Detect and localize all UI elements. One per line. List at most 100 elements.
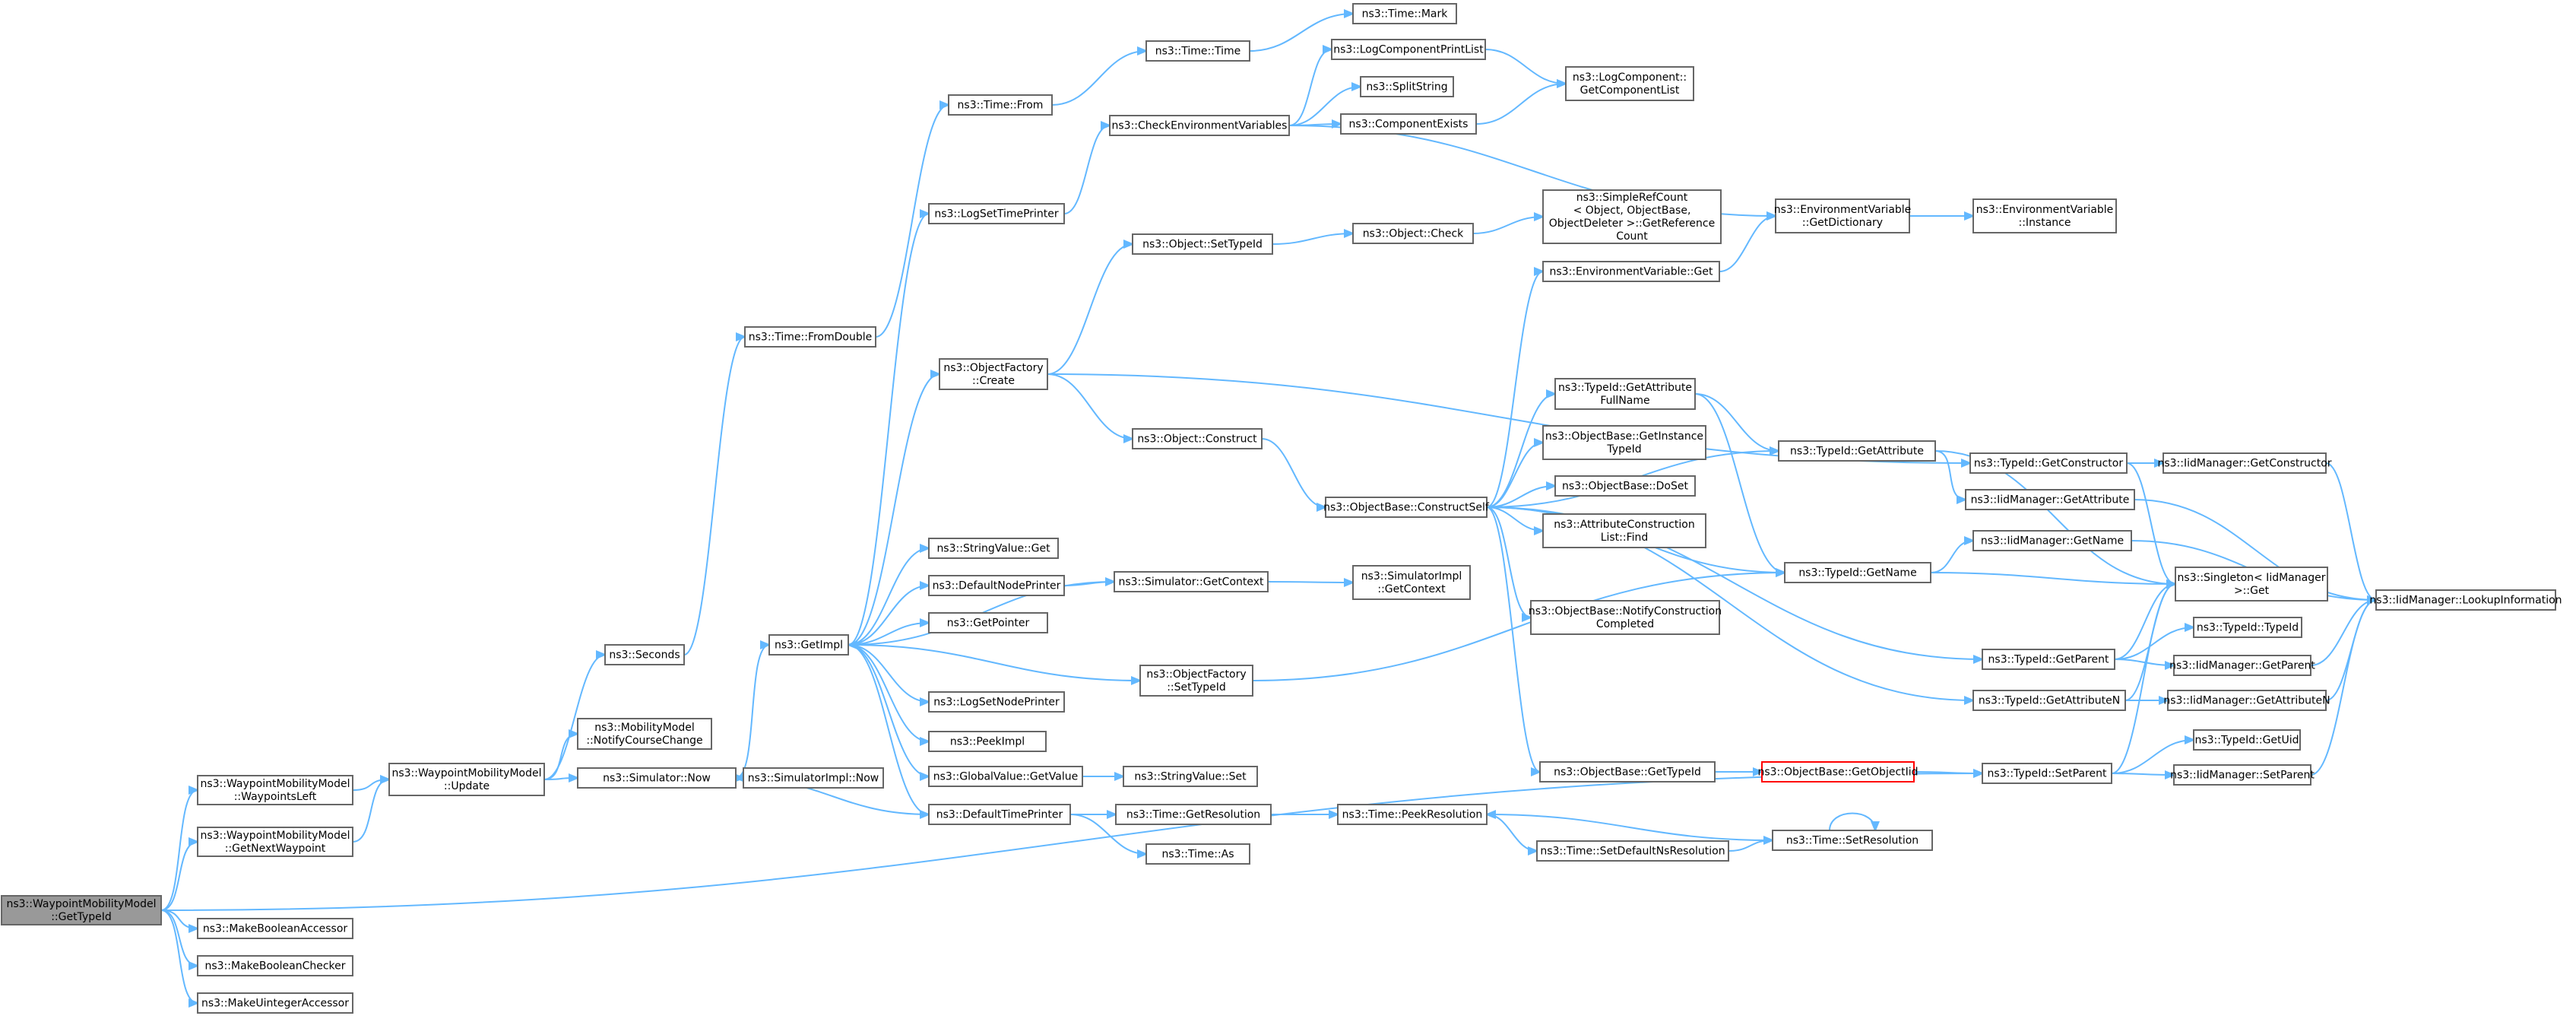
- graph-node[interactable]: ns3::Time::From: [948, 94, 1053, 116]
- graph-node[interactable]: ns3::PeekImpl: [928, 731, 1047, 752]
- call-edge: [1047, 243, 1133, 375]
- edge-arrowhead: [2185, 623, 2196, 632]
- graph-node[interactable]: ns3::ObjectFactory::Create: [939, 358, 1048, 390]
- edge-arrowhead: [920, 772, 931, 781]
- call-edge: [2325, 462, 2377, 601]
- graph-node[interactable]: ns3::IidManager::GetParent: [2169, 655, 2315, 676]
- node-box: [1325, 497, 1488, 518]
- graph-node[interactable]: ns3::Object::Check: [1352, 223, 1474, 244]
- node-box: [1784, 562, 1931, 583]
- call-edge: [683, 336, 746, 656]
- graph-node[interactable]: ns3::CheckEnvironmentVariables: [1109, 115, 1290, 136]
- node-label: ns3::Object::SetTypeId: [1142, 239, 1263, 251]
- graph-node[interactable]: ns3::IidManager::GetAttributeN: [2163, 690, 2330, 711]
- graph-node[interactable]: ns3::Time::PeekResolution: [1337, 804, 1488, 825]
- graph-node[interactable]: ns3::ObjectBase::DoSet: [1554, 475, 1696, 497]
- graph-node[interactable]: ns3::Seconds: [604, 644, 685, 665]
- edge-arrowhead: [569, 729, 580, 738]
- edge-arrowhead: [2165, 661, 2176, 670]
- graph-node[interactable]: ns3::MakeBooleanChecker: [197, 955, 353, 976]
- graph-node[interactable]: ns3::SimulatorImpl::GetContext: [1352, 565, 1471, 600]
- graph-node[interactable]: ns3::TypeId::GetParent: [1982, 649, 2115, 670]
- node-label: ns3::LogSetNodePrinter: [933, 697, 1060, 709]
- graph-node[interactable]: ns3::IidManager::GetAttribute: [1965, 489, 2135, 510]
- graph-node[interactable]: ns3::Simulator::GetContext: [1114, 571, 1269, 592]
- graph-node[interactable]: ns3::WaypointMobilityModel::GetNextWaypo…: [197, 827, 353, 857]
- node-label: ns3::LogComponentPrintList: [1333, 44, 1484, 56]
- graph-node[interactable]: ns3::Object::SetTypeId: [1132, 233, 1273, 255]
- node-label: ObjectDeleter >::GetReference: [1549, 217, 1715, 230]
- node-box: [388, 763, 545, 796]
- graph-node[interactable]: ns3::SimpleRefCount< Object, ObjectBase,…: [1542, 189, 1722, 244]
- graph-node[interactable]: ns3::Time::Time: [1145, 40, 1250, 62]
- graph-node[interactable]: ns3::TypeId::GetAttributeN: [1972, 690, 2126, 711]
- graph-node[interactable]: ns3::MakeBooleanAccessor: [197, 918, 353, 939]
- graph-node[interactable]: ns3::SimulatorImpl::Now: [743, 767, 884, 789]
- graph-node[interactable]: ns3::DefaultTimePrinter: [928, 804, 1071, 825]
- edge-arrowhead: [569, 773, 580, 783]
- graph-node[interactable]: ns3::LogSetNodePrinter: [928, 691, 1065, 713]
- graph-node[interactable]: ns3::Time::SetResolution: [1772, 830, 1933, 851]
- node-box: [768, 634, 849, 656]
- graph-node[interactable]: ns3::ComponentExists: [1340, 113, 1477, 135]
- edge-arrowhead: [1344, 9, 1355, 18]
- graph-node[interactable]: ns3::IidManager::GetConstructor: [2157, 452, 2332, 474]
- graph-node[interactable]: ns3::StringValue::Set: [1123, 766, 1258, 787]
- graph-node[interactable]: ns3::WaypointMobilityModel::Update: [388, 763, 545, 796]
- graph-node[interactable]: ns3::TypeId::SetParent: [1982, 763, 2112, 784]
- graph-node[interactable]: ns3::LogComponentPrintList: [1331, 39, 1486, 60]
- graph-node[interactable]: ns3::MobilityModel::NotifyCourseChange: [577, 718, 712, 750]
- graph-node[interactable]: ns3::GetImpl: [768, 634, 849, 656]
- graph-node[interactable]: ns3::ObjectBase::GetObjectIid: [1757, 761, 1919, 783]
- graph-node[interactable]: ns3::Object::Construct: [1132, 428, 1263, 449]
- graph-node[interactable]: ns3::EnvironmentVariable::Instance: [1972, 198, 2117, 233]
- graph-node[interactable]: ns3::Singleton< IidManager >::Get: [2175, 567, 2328, 602]
- graph-node[interactable]: ns3::TypeId::TypeId: [2193, 617, 2302, 638]
- graph-node[interactable]: ns3::LogComponent::GetComponentList: [1565, 66, 1694, 101]
- graph-node[interactable]: ns3::IidManager::GetName: [1972, 530, 2132, 551]
- graph-node[interactable]: ns3::TypeId::GetUid: [2193, 729, 2301, 751]
- node-label: ns3::ComponentExists: [1349, 119, 1469, 131]
- edge-arrowhead: [189, 998, 200, 1008]
- graph-node[interactable]: ns3::GetPointer: [928, 612, 1048, 633]
- graph-node[interactable]: ns3::TypeId::GetConstructor: [1969, 452, 2128, 474]
- graph-node[interactable]: ns3::ObjectBase::GetTypeId: [1539, 761, 1716, 783]
- node-label: >::Get: [2234, 585, 2270, 597]
- graph-node[interactable]: ns3::TypeId::GetName: [1784, 562, 1931, 583]
- graph-node[interactable]: ns3::Time::Mark: [1352, 3, 1457, 24]
- call-edge: [2310, 599, 2377, 776]
- graph-node[interactable]: ns3::WaypointMobilityModel::GetTypeId: [1, 895, 162, 925]
- node-label: ns3::DefaultTimePrinter: [936, 809, 1063, 821]
- node-box: [928, 612, 1048, 633]
- graph-node[interactable]: ns3::EnvironmentVariable::GetDictionary: [1774, 198, 1912, 233]
- graph-node[interactable]: ns3::IidManager::LookupInformation: [2369, 589, 2562, 611]
- call-edge: [2111, 739, 2194, 774]
- graph-node[interactable]: ns3::Time::GetResolution: [1115, 804, 1272, 825]
- graph-node[interactable]: ns3::MakeUintegerAccessor: [197, 992, 353, 1014]
- graph-node[interactable]: ns3::WaypointMobilityModel::WaypointsLef…: [197, 775, 353, 805]
- node-label: ns3::StringValue::Get: [936, 543, 1050, 555]
- call-edge: [1249, 13, 1354, 52]
- node-box: [1132, 428, 1263, 449]
- graph-node[interactable]: ns3::Time::FromDouble: [744, 326, 876, 348]
- call-edge: [2126, 462, 2176, 585]
- graph-node[interactable]: ns3::ObjectBase::NotifyConstructionCompl…: [1529, 600, 1722, 635]
- graph-node[interactable]: ns3::Time::SetDefaultNsResolution: [1536, 840, 1729, 862]
- graph-node[interactable]: ns3::ObjectBase::ConstructSelf: [1323, 497, 1490, 518]
- edge-arrowhead: [189, 786, 200, 795]
- node-label: ns3::StringValue::Set: [1134, 771, 1247, 783]
- graph-node[interactable]: ns3::EnvironmentVariable::Get: [1542, 261, 1720, 282]
- graph-node[interactable]: ns3::SplitString: [1360, 76, 1454, 97]
- graph-node[interactable]: ns3::TypeId::GetAttribute: [1778, 440, 1936, 462]
- graph-node[interactable]: ns3::GlobalValue::GetValue: [928, 766, 1083, 787]
- graph-node[interactable]: ns3::Time::As: [1145, 843, 1250, 865]
- graph-node[interactable]: ns3::Simulator::Now: [577, 767, 737, 789]
- graph-node[interactable]: ns3::StringValue::Get: [928, 538, 1059, 559]
- graph-node[interactable]: ns3::DefaultNodePrinter: [928, 575, 1065, 596]
- graph-node[interactable]: ns3::ObjectFactory::SetTypeId: [1139, 665, 1253, 697]
- graph-node[interactable]: ns3::IidManager::SetParent: [2170, 764, 2315, 786]
- graph-node[interactable]: ns3::LogSetTimePrinter: [928, 203, 1065, 224]
